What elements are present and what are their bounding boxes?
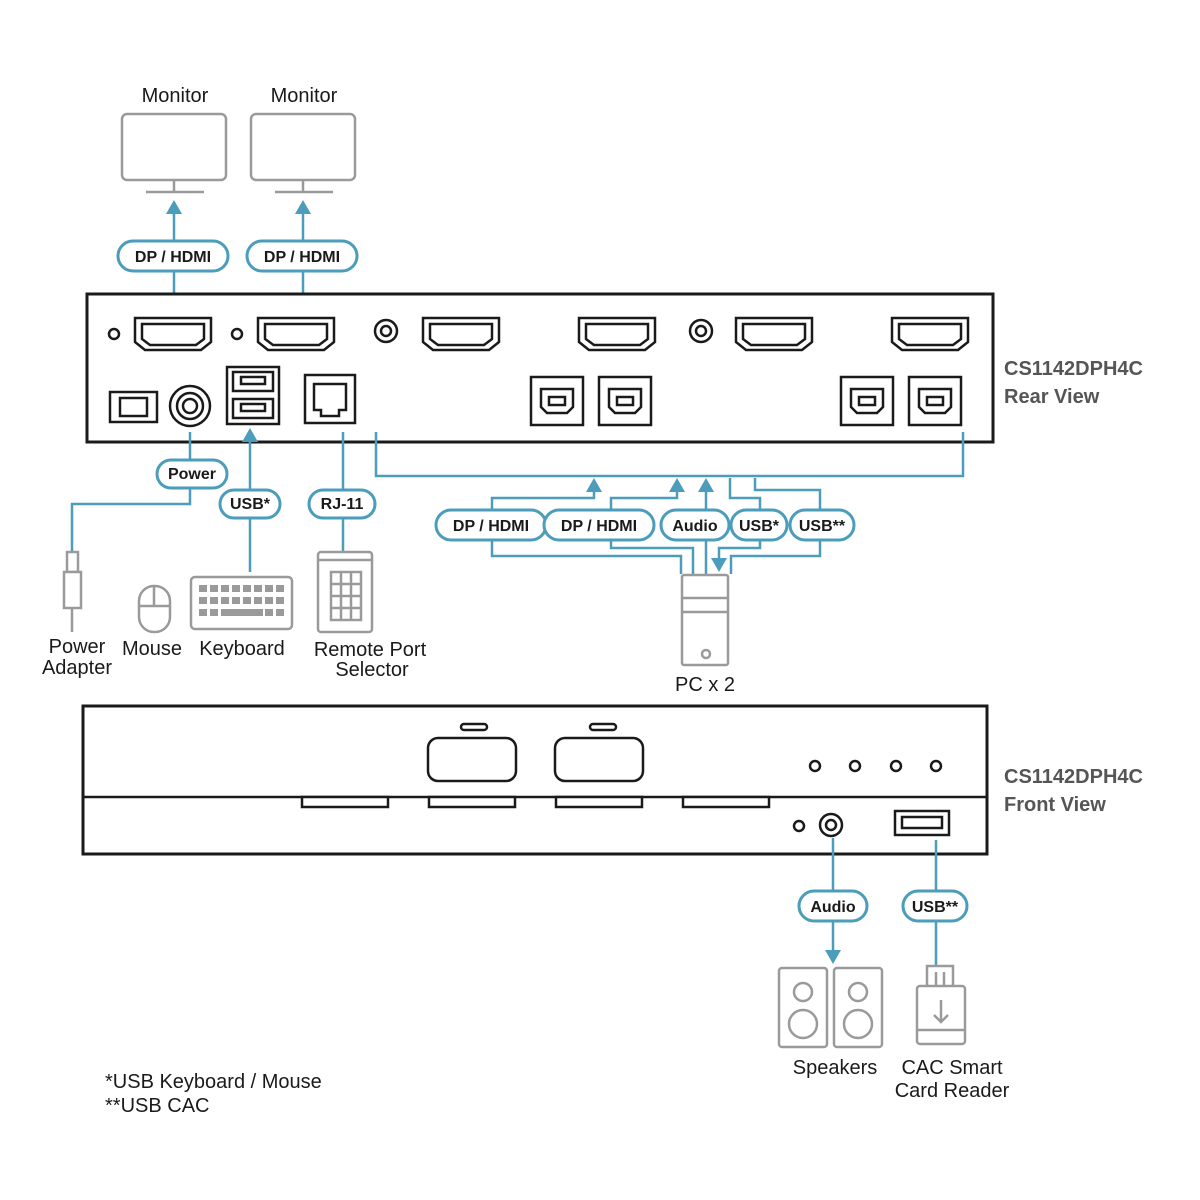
remote-port-selector-icon xyxy=(316,550,374,634)
up-arrow-icon xyxy=(698,478,714,492)
front-panel xyxy=(81,704,989,856)
svg-text:USB**: USB** xyxy=(912,899,959,916)
badge-front-audio: Audio xyxy=(797,889,869,923)
badge-monitor-2: DP / HDMI xyxy=(245,239,359,273)
remote-port-label-1: Remote Port xyxy=(314,639,427,661)
cac-card-reader-icon xyxy=(915,964,967,1046)
front-led-4 xyxy=(929,759,943,773)
front-view-title: Front View xyxy=(1004,794,1106,816)
pc-tower-icon xyxy=(680,573,730,667)
badge-front-usb: USB** xyxy=(901,889,969,923)
up-arrow-icon xyxy=(669,478,685,492)
cac-reader-label-1: CAC Smart xyxy=(901,1057,1003,1079)
badge-pc-video-2: DP / HDMI xyxy=(542,508,656,542)
hdmi-in-2b-port xyxy=(890,316,970,352)
badge-pc-usb: USB* xyxy=(729,508,789,542)
monitor-1-icon xyxy=(120,112,228,194)
usb-b-2a-port xyxy=(839,375,895,427)
power-adapter-label-2: Adapter xyxy=(42,657,112,679)
hdmi-in-1b-port xyxy=(577,316,657,352)
badge-pc-video-1: DP / HDMI xyxy=(434,508,548,542)
rj11-port xyxy=(303,373,357,425)
front-usb-cac-port xyxy=(893,809,951,837)
power-wire xyxy=(70,432,192,554)
svg-text:Audio: Audio xyxy=(810,899,856,916)
badge-power: Power xyxy=(155,458,229,490)
badge-rj11: RJ-11 xyxy=(307,488,377,520)
power-jack xyxy=(168,384,212,428)
audio-in-1-port xyxy=(373,318,399,344)
badge-usb-kbm: USB* xyxy=(218,488,282,520)
monitor-2-label: Monitor xyxy=(271,85,338,107)
rear-view-title: Rear View xyxy=(1004,386,1100,408)
down-arrow-icon xyxy=(825,950,841,964)
usb-b-1b-port xyxy=(597,375,653,427)
pc-label: PC x 2 xyxy=(675,674,735,696)
down-arrow-icon xyxy=(711,558,727,572)
footnote-usb-kbm: *USB Keyboard / Mouse xyxy=(105,1071,322,1093)
speakers-icon xyxy=(777,966,884,1049)
svg-text:Audio: Audio xyxy=(672,518,718,535)
svg-text:DP / HDMI: DP / HDMI xyxy=(561,518,637,535)
front-slot-3 xyxy=(554,795,644,809)
front-led-2 xyxy=(848,759,862,773)
power-adapter-icon xyxy=(62,550,83,632)
front-model-title: CS1142DPH4C xyxy=(1004,766,1143,788)
svg-text:DP / HDMI: DP / HDMI xyxy=(264,249,340,266)
front-slot-2 xyxy=(427,795,517,809)
port-select-button-2 xyxy=(553,722,645,783)
svg-text:DP / HDMI: DP / HDMI xyxy=(135,249,211,266)
hdmi-in-2a-port xyxy=(734,316,814,352)
hdmi-out-1-port xyxy=(133,316,213,352)
up-arrow-icon xyxy=(242,428,258,442)
svg-text:Power: Power xyxy=(168,466,216,483)
svg-text:USB*: USB* xyxy=(739,518,780,535)
led-dot xyxy=(230,327,244,341)
up-arrow-icon xyxy=(586,478,602,492)
usb-b-1a-port xyxy=(529,375,585,427)
hdmi-out-2-port xyxy=(256,316,336,352)
front-led-1 xyxy=(808,759,822,773)
up-arrow-icon xyxy=(295,200,311,214)
mouse-label: Mouse xyxy=(122,638,182,660)
keyboard-label: Keyboard xyxy=(199,638,285,660)
svg-text:RJ-11: RJ-11 xyxy=(321,496,364,513)
svg-text:USB**: USB** xyxy=(799,518,846,535)
front-led-3 xyxy=(889,759,903,773)
audio-in-2-port xyxy=(688,318,714,344)
usb-b-2b-port xyxy=(907,375,963,427)
speakers-label: Speakers xyxy=(793,1057,878,1079)
footnote-usb-cac: **USB CAC xyxy=(105,1095,209,1117)
front-slot-1 xyxy=(300,795,390,809)
monitor-1-label: Monitor xyxy=(142,85,209,107)
rear-model-title: CS1142DPH4C xyxy=(1004,358,1143,380)
hdmi-in-1a-port xyxy=(421,316,501,352)
cac-reader-label-2: Card Reader xyxy=(895,1080,1010,1102)
badge-pc-audio: Audio xyxy=(659,508,731,542)
front-audio-jack xyxy=(818,812,844,838)
monitor-2-icon xyxy=(249,112,357,194)
keyboard-icon xyxy=(189,575,294,631)
svg-text:USB*: USB* xyxy=(230,496,271,513)
port-select-button-1 xyxy=(426,722,518,783)
usb-a-kbm-ports xyxy=(225,365,281,426)
led-dot xyxy=(107,327,121,341)
svg-text:DP / HDMI: DP / HDMI xyxy=(453,518,529,535)
power-adapter-label-1: Power xyxy=(49,636,106,658)
up-arrow-icon xyxy=(166,200,182,214)
mouse-icon xyxy=(137,584,172,634)
remote-port-label-2: Selector xyxy=(335,659,409,681)
pc-bracket-wire xyxy=(374,432,965,478)
front-led-dot xyxy=(792,819,806,833)
front-slot-4 xyxy=(681,795,771,809)
power-switch xyxy=(108,390,159,424)
badge-monitor-1: DP / HDMI xyxy=(116,239,230,273)
badge-pc-usb-cac: USB** xyxy=(788,508,856,542)
